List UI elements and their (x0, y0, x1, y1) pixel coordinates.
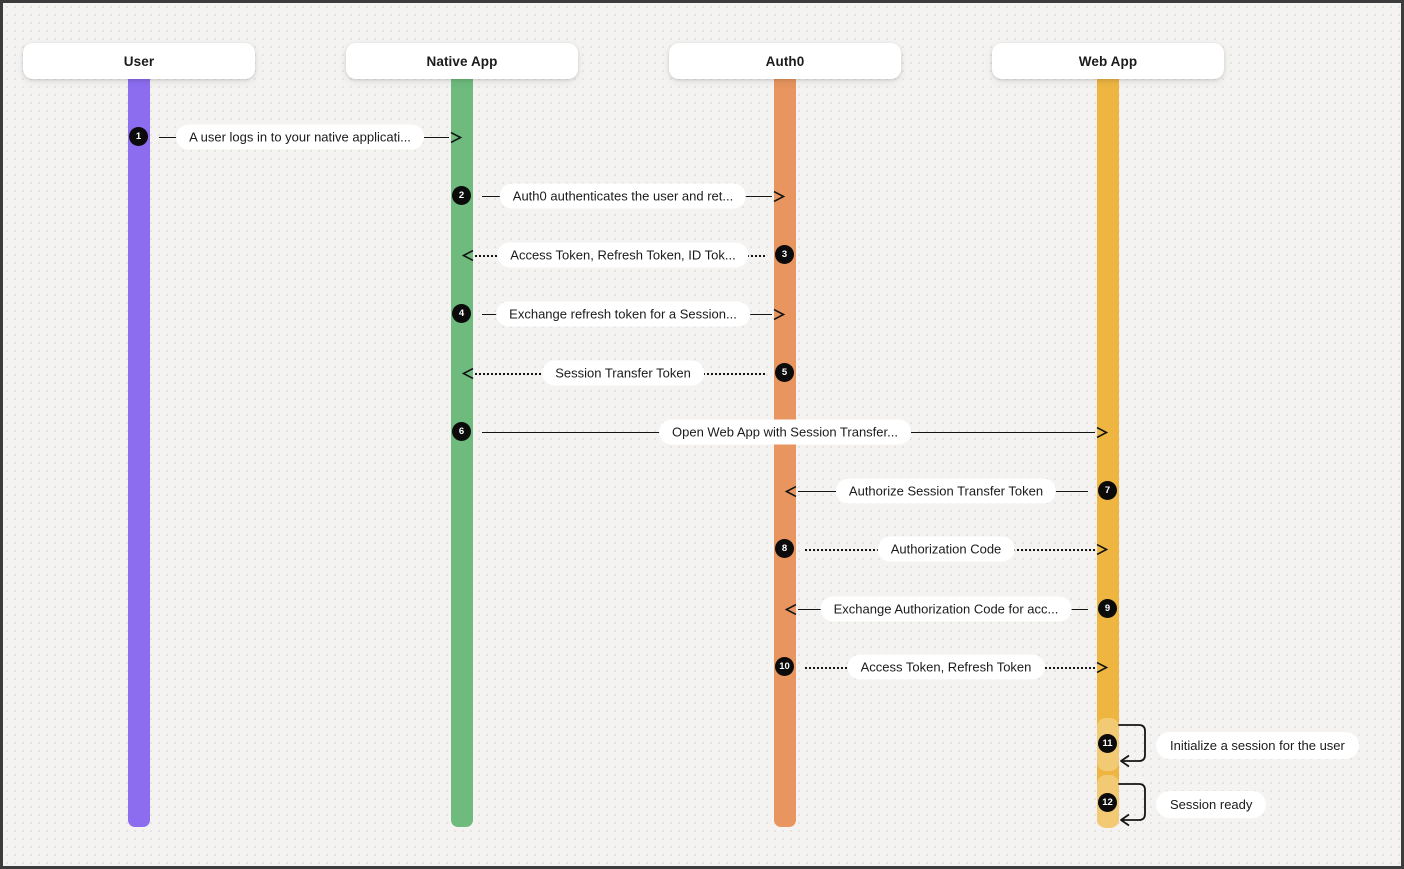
participant-native-app[interactable]: Native App (346, 43, 578, 79)
message-5-arrowhead (461, 367, 474, 379)
message-10-label: Access Token, Refresh Token (847, 654, 1045, 680)
message-4-arrowhead (773, 308, 786, 320)
participant-label-user: User (123, 53, 155, 69)
participant-label-web-app: Web App (1078, 53, 1138, 69)
message-4-seq-badge: 4 (452, 304, 471, 323)
message-6-label: Open Web App with Session Transfer... (659, 419, 911, 445)
message-8-arrowhead (1096, 543, 1109, 555)
message-2-seq-badge: 2 (452, 186, 471, 205)
message-6-arrowhead (1096, 426, 1109, 438)
message-6-seq-badge: 6 (452, 422, 471, 441)
message-1[interactable]: A user logs in to your native applicati.… (139, 124, 463, 150)
participant-user[interactable]: User (23, 43, 255, 79)
message-7-seq-badge: 7 (1098, 481, 1117, 500)
self-message-12-seq-badge: 12 (1098, 793, 1117, 812)
message-10[interactable]: Access Token, Refresh Token (785, 654, 1109, 680)
lifeline-web-app (1097, 79, 1119, 827)
message-3-label: Access Token, Refresh Token, ID Tok... (497, 242, 749, 268)
participant-web-app[interactable]: Web App (992, 43, 1224, 79)
self-message-11[interactable] (1118, 721, 1149, 768)
message-9-seq-badge: 9 (1098, 599, 1117, 618)
message-1-arrowhead (450, 131, 463, 143)
message-2-arrowhead (773, 190, 786, 202)
participant-label-native-app: Native App (426, 53, 498, 69)
message-8-label: Authorization Code (877, 536, 1015, 562)
message-3-arrowhead (461, 249, 474, 261)
message-3[interactable]: Access Token, Refresh Token, ID Tok... (461, 242, 785, 268)
message-5-label: Session Transfer Token (542, 360, 704, 386)
message-9[interactable]: Exchange Authorization Code for acc... (784, 596, 1108, 622)
self-message-11-label: Initialize a session for the user (1156, 732, 1359, 759)
message-9-label: Exchange Authorization Code for acc... (820, 596, 1072, 622)
message-7-arrowhead (784, 485, 797, 497)
lifeline-user (128, 79, 150, 827)
self-message-12[interactable] (1118, 780, 1149, 827)
self-message-11-seq-badge: 11 (1098, 734, 1117, 753)
message-4[interactable]: Exchange refresh token for a Session... (462, 301, 786, 327)
lifeline-native-app (451, 79, 473, 827)
message-8-seq-badge: 8 (775, 539, 794, 558)
message-5-seq-badge: 5 (775, 363, 794, 382)
message-8[interactable]: Authorization Code (785, 536, 1109, 562)
self-message-12-label: Session ready (1156, 791, 1267, 818)
participant-auth0[interactable]: Auth0 (669, 43, 901, 79)
message-10-arrowhead (1096, 661, 1109, 673)
message-4-label: Exchange refresh token for a Session... (496, 301, 750, 327)
lifeline-auth0 (774, 79, 796, 827)
message-10-seq-badge: 10 (775, 657, 794, 676)
message-9-arrowhead (784, 603, 797, 615)
message-1-label: A user logs in to your native applicati.… (176, 124, 424, 150)
message-2[interactable]: Auth0 authenticates the user and ret... (462, 183, 786, 209)
message-1-seq-badge: 1 (129, 127, 148, 146)
message-6[interactable]: Open Web App with Session Transfer... (462, 419, 1109, 445)
message-5[interactable]: Session Transfer Token (461, 360, 785, 386)
message-2-label: Auth0 authenticates the user and ret... (499, 183, 747, 209)
message-7[interactable]: Authorize Session Transfer Token (784, 478, 1108, 504)
message-7-label: Authorize Session Transfer Token (835, 478, 1057, 504)
message-3-seq-badge: 3 (775, 245, 794, 264)
participant-label-auth0: Auth0 (765, 53, 805, 69)
